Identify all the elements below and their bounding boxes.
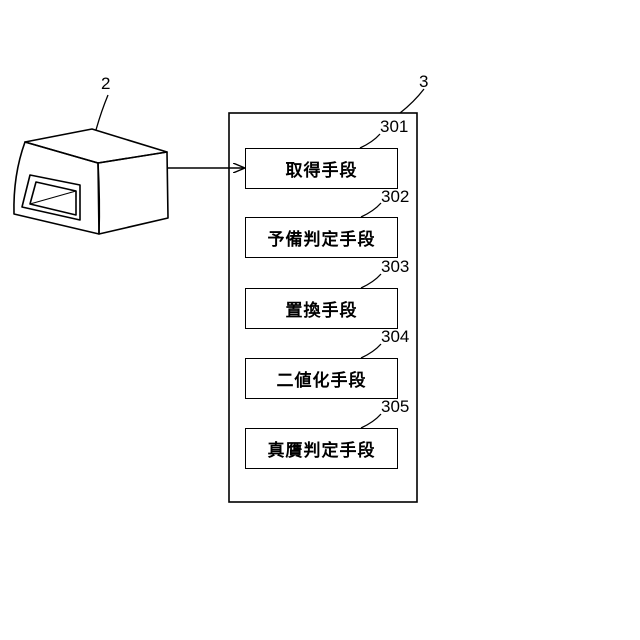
device-leader-line [96, 95, 108, 130]
imaging-device-icon [14, 129, 168, 234]
means-303-leader-line [361, 274, 381, 288]
means-305-leader-line [361, 414, 381, 428]
binarization-means-box: 二値化手段 [245, 358, 398, 399]
means-304-leader-line [361, 344, 381, 358]
means-ref-label-305: 305 [381, 398, 409, 415]
means-ref-label-302: 302 [381, 188, 409, 205]
means-ref-label-304: 304 [381, 328, 409, 345]
device-ref-label: 2 [101, 75, 110, 92]
system-leader-line [400, 89, 424, 113]
means-301-leader-line [360, 134, 380, 148]
binarization-means-label: 二値化手段 [277, 366, 367, 391]
acquisition-means-label: 取得手段 [286, 156, 358, 181]
system-ref-label: 3 [419, 73, 428, 90]
authenticity-determination-means-box: 真贋判定手段 [245, 428, 398, 469]
means-ref-label-301: 301 [380, 118, 408, 135]
replacement-means-box: 置換手段 [245, 288, 398, 329]
means-ref-label-303: 303 [381, 258, 409, 275]
authenticity-determination-means-label: 真贋判定手段 [268, 436, 376, 461]
means-302-leader-line [361, 203, 381, 217]
preliminary-determination-means-box: 予備判定手段 [245, 217, 398, 258]
replacement-means-label: 置換手段 [286, 296, 358, 321]
acquisition-means-box: 取得手段 [245, 148, 398, 189]
preliminary-determination-means-label: 予備判定手段 [268, 225, 376, 250]
